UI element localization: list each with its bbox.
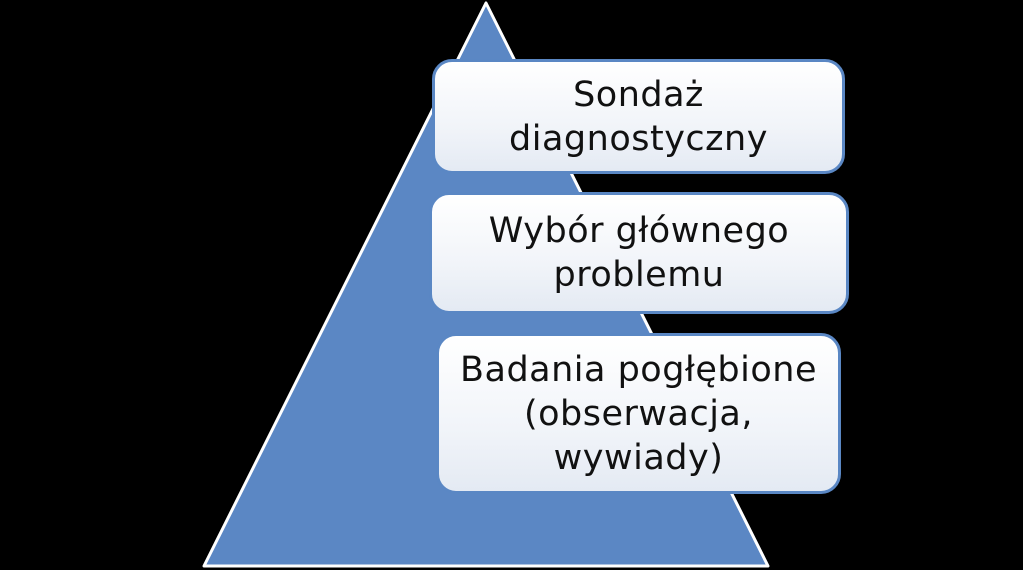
level-label-in-depth-research: Badania pogłębione (obserwacja, wywiady) <box>459 349 817 478</box>
level-label-problem-selection: Wybór głównego problemu <box>488 211 790 295</box>
level-box-survey: Sondaż diagnostyczny <box>432 59 845 174</box>
level-label-survey: Sondaż diagnostyczny <box>509 74 768 159</box>
level-box-problem-selection: Wybór głównego problemu <box>429 192 849 314</box>
level-box-in-depth-research: Badania pogłębione (obserwacja, wywiady) <box>436 333 841 494</box>
